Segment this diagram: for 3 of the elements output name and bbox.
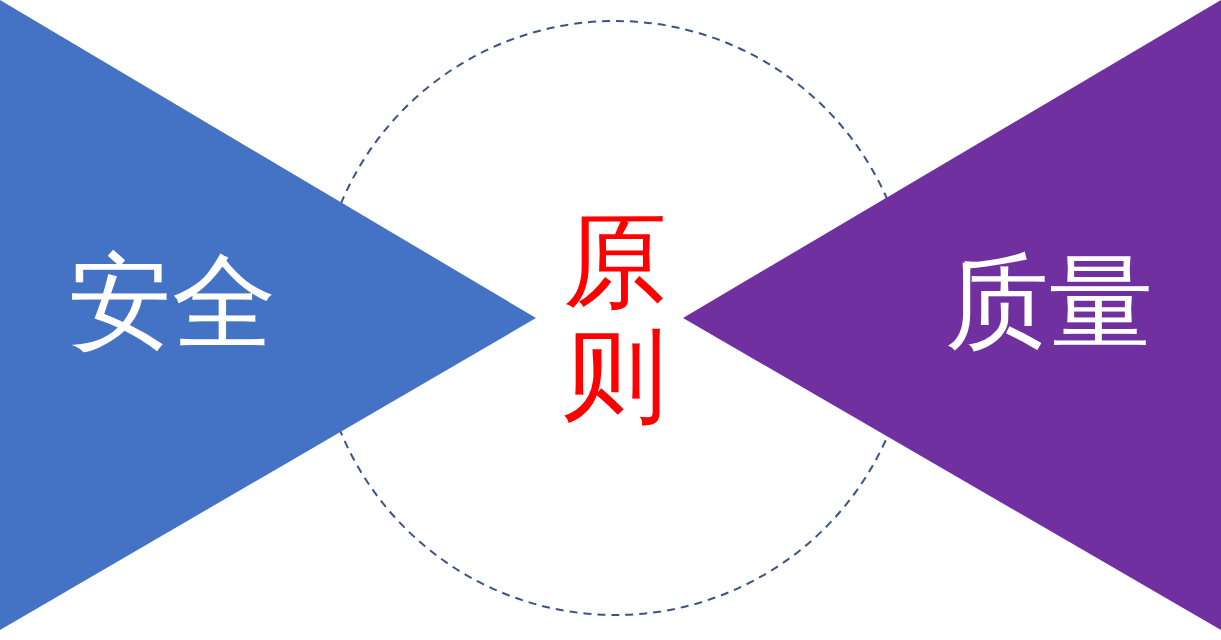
triangle-label: 安全: [67, 250, 276, 355]
triangle-label: 质量: [944, 250, 1153, 355]
center-label: 原则: [563, 203, 667, 433]
